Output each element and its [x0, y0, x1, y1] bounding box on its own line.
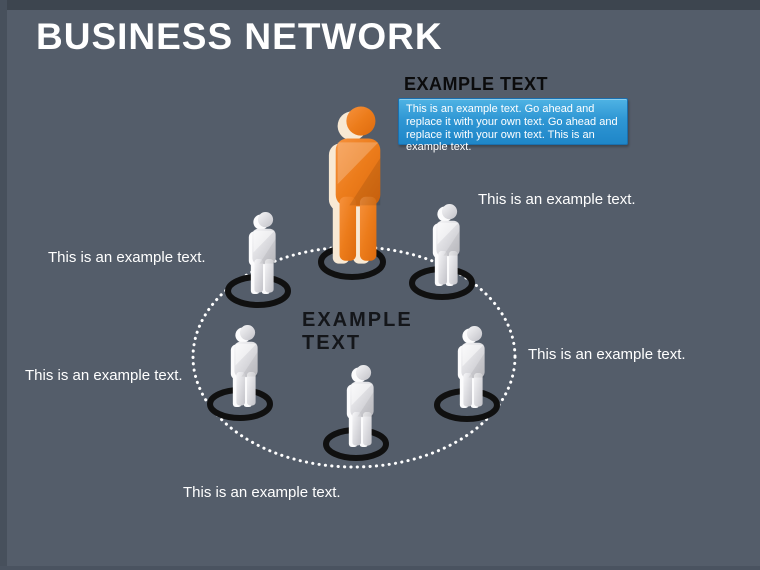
member-caption: This is an example text. [48, 249, 206, 266]
callout-heading: EXAMPLE TEXT [404, 74, 549, 94]
network-center-label: EXAMPLE TEXT [302, 309, 413, 355]
member-person-icon [457, 326, 485, 408]
member-caption: This is an example text. [25, 367, 183, 384]
member-person-icon [346, 365, 374, 447]
member-person-icon [230, 325, 258, 407]
network-center-label-line2: TEXT [302, 332, 362, 354]
slide-left-edge [0, 0, 7, 570]
member-caption: This is an example text. [528, 346, 686, 363]
slide-title: BUSINESS NETWORK [36, 16, 443, 57]
network-circle [191, 245, 517, 469]
member-caption: This is an example text. [478, 191, 636, 208]
member-person-icon [432, 204, 460, 286]
member-person-icon [248, 212, 276, 294]
slide-top-edge [0, 0, 760, 10]
leader-person-icon [328, 106, 381, 264]
member-caption: This is an example text. [183, 484, 341, 501]
callout-body-text: This is an example text. Go ahead and re… [406, 103, 618, 154]
callout-box: This is an example text. Go ahead and re… [398, 98, 628, 153]
slide-bottom-edge [0, 566, 760, 570]
network-center-label-line1: EXAMPLE [302, 309, 413, 331]
